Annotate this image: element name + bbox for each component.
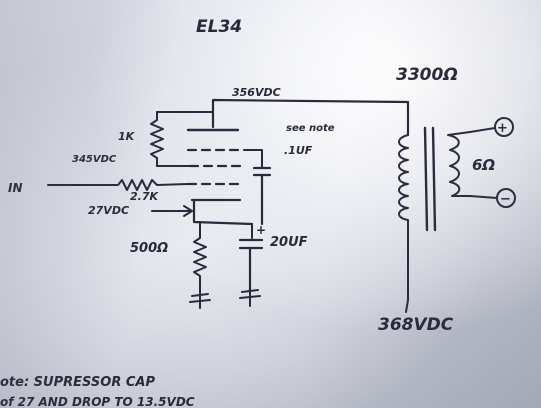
tube-cathode [190, 198, 254, 226]
screen-voltage-label: 345VDC [72, 154, 117, 165]
transformer-primary [398, 134, 409, 301]
screen-wire [156, 111, 214, 167]
cathode-voltage-label: 27VDC [88, 204, 129, 217]
coupling-capacitor [252, 166, 272, 226]
cathode-ground-1 [189, 291, 211, 309]
transformer-secondary [447, 131, 471, 197]
supply-lead [405, 299, 409, 313]
plate-wire [211, 98, 410, 137]
cathode-cap-label: 20UF [270, 235, 308, 250]
cathode-arrow [151, 205, 193, 217]
speaker-impedance-label: 6Ω [472, 156, 495, 174]
tube-title: EL34 [196, 17, 242, 37]
note-line-1: ote: SUPRESSOR CAP [0, 375, 155, 390]
screen-resistor-label: 1K [118, 130, 136, 143]
cathode-capacitor [238, 238, 264, 292]
coupling-cap-label: .1UF [284, 144, 313, 157]
see-note-label: see note [286, 123, 335, 134]
cathode-resistor [193, 221, 207, 293]
screen-resistor [150, 111, 164, 167]
suppressor-wire [243, 149, 263, 169]
transformer-core [423, 126, 437, 232]
primary-impedance-label: 3300Ω [396, 65, 458, 85]
note-line-2: of 27 AND DROP TO 13.5VDC [0, 395, 195, 408]
plate-voltage-label: 356VDC [232, 86, 281, 99]
speaker-wires [469, 127, 498, 199]
input-label: IN [8, 181, 23, 195]
speaker-plus-label: + [497, 121, 508, 136]
supply-voltage-label: 368VDC [378, 315, 454, 335]
cathode-cap-plus: + [256, 223, 266, 237]
grid-resistor-label: 2.7K [130, 190, 159, 203]
grid-resistor [109, 179, 189, 191]
cathode-resistor-label: 500Ω [130, 241, 168, 256]
cathode-ground-2 [239, 289, 261, 307]
speaker-minus-label: − [500, 192, 511, 207]
